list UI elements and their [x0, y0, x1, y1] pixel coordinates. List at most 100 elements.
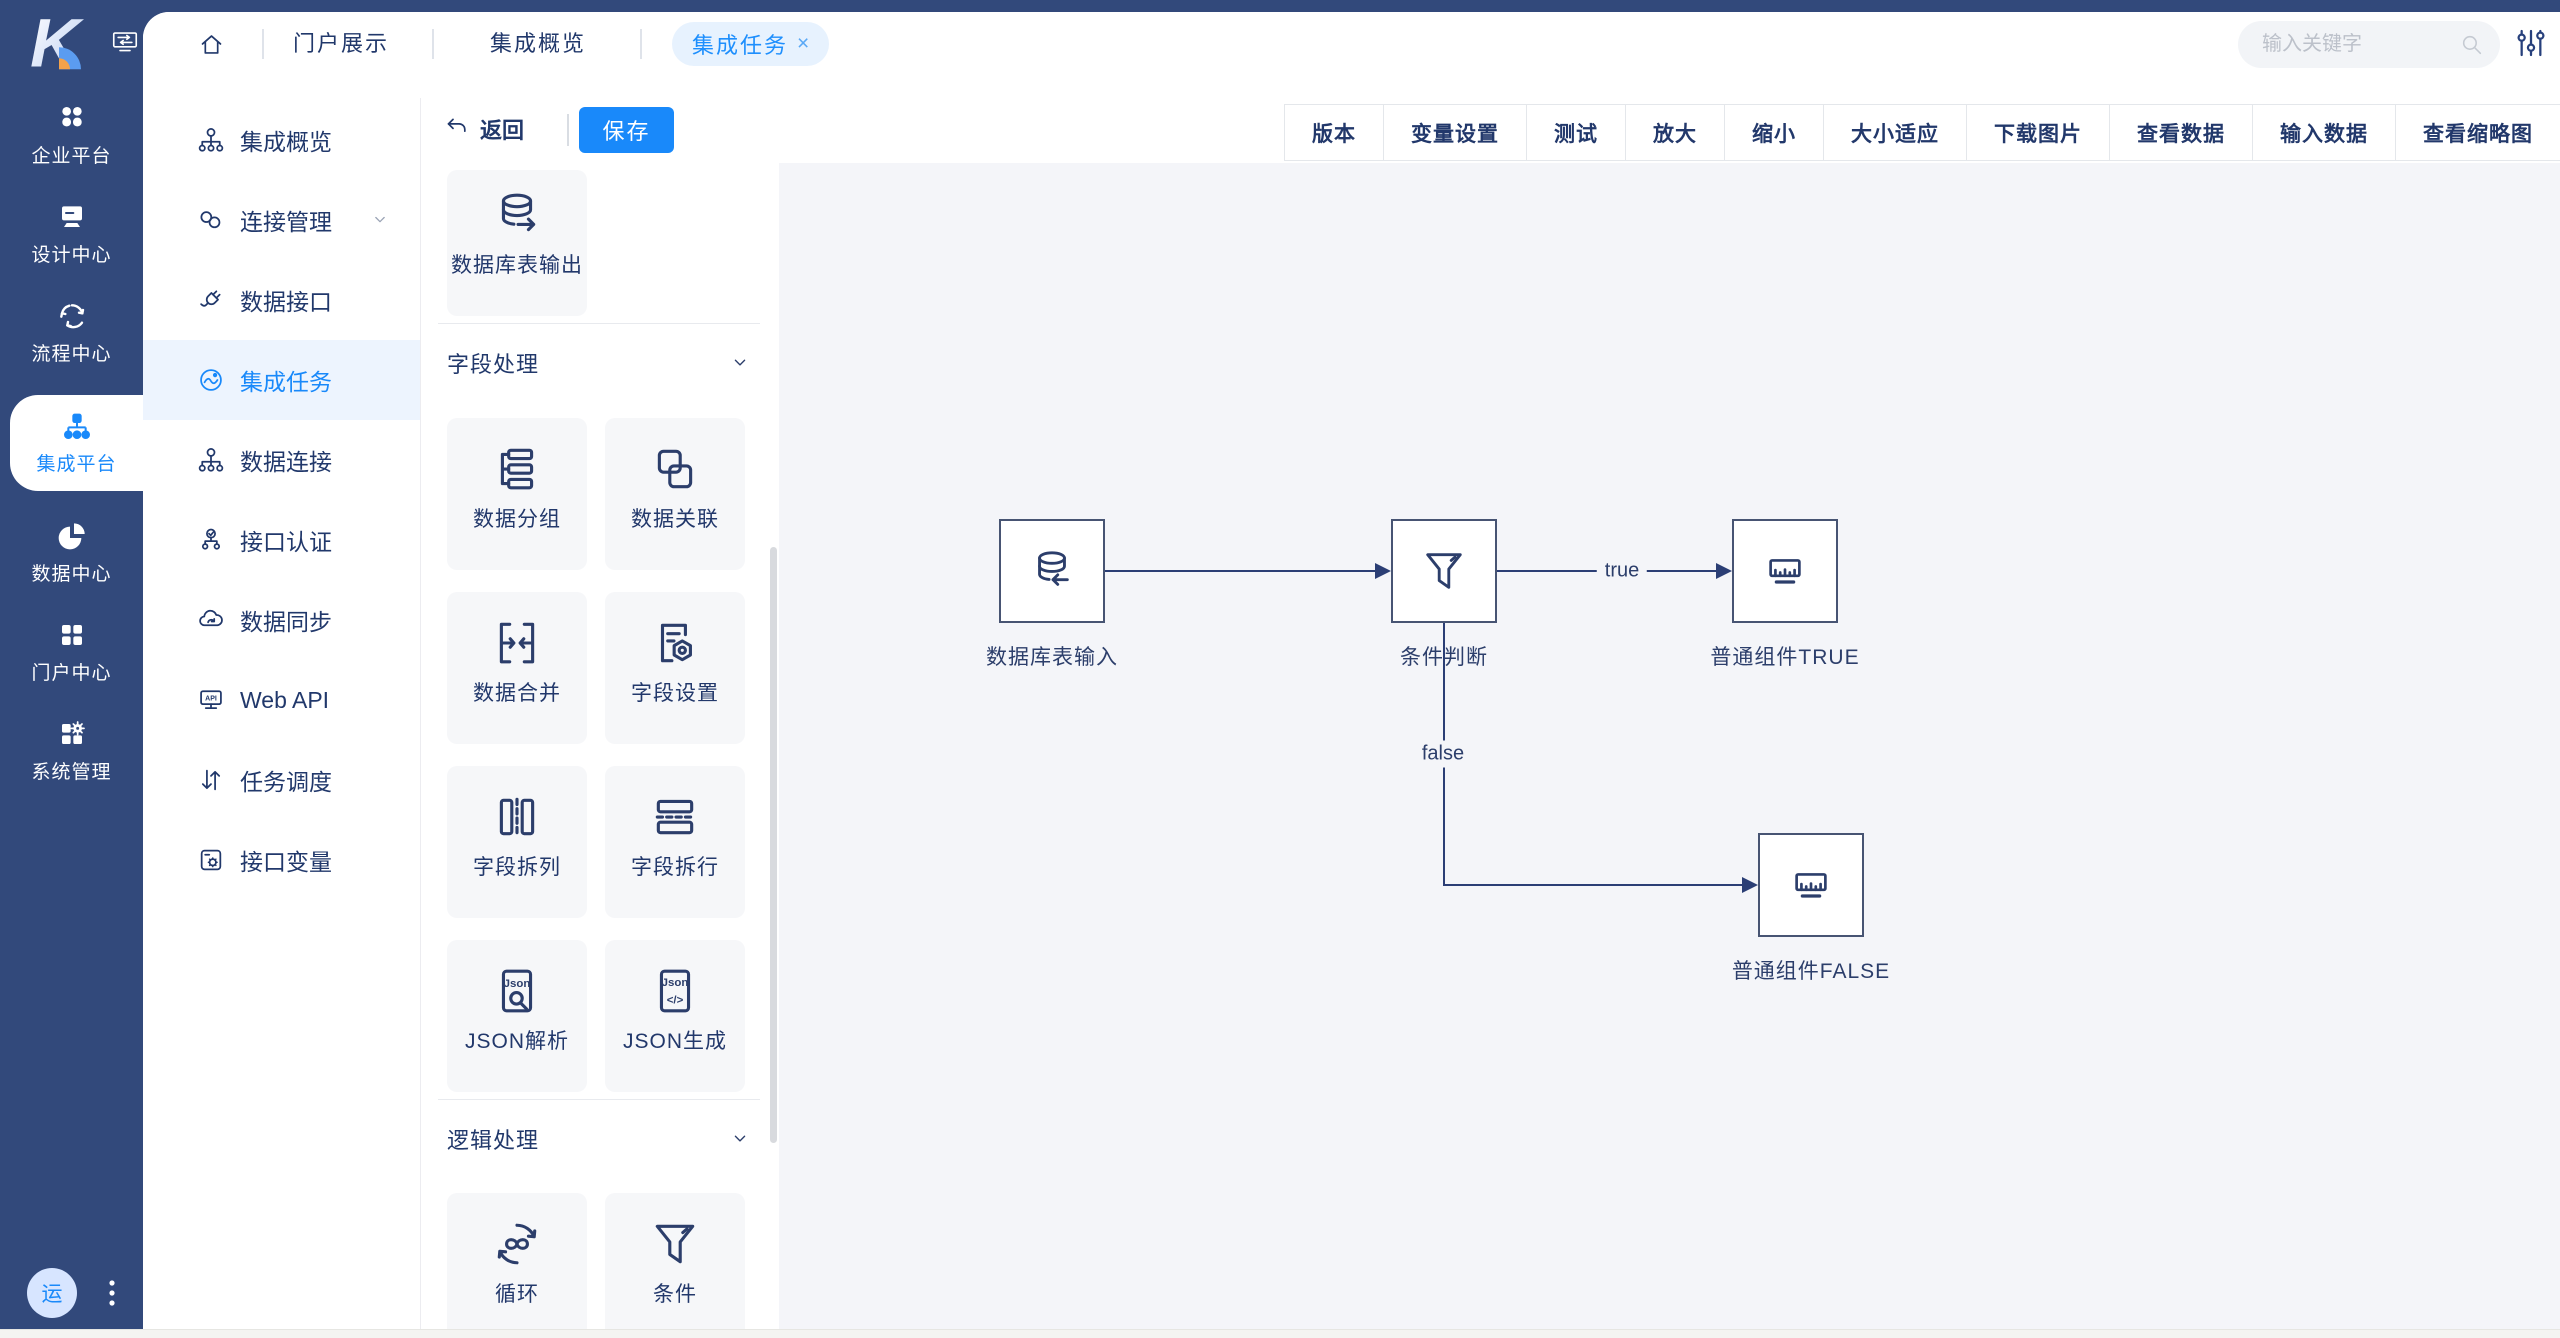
canvas-node-condition[interactable]: [1391, 519, 1497, 623]
search-input[interactable]: [2238, 33, 2459, 56]
json-generate-icon: Json</>: [650, 966, 700, 1016]
menu-item-label: 任务调度: [240, 769, 332, 795]
primary-sidebar-items: 企业平台设计中心流程中心集成平台数据中心门户中心系统管理: [0, 98, 143, 813]
palette-card-loop[interactable]: 循环: [447, 1193, 587, 1330]
app-logo[interactable]: K: [26, 6, 92, 72]
palette-card-condition[interactable]: 条件: [605, 1193, 745, 1330]
menu-item-overview[interactable]: 集成概览: [143, 100, 420, 180]
condition-funnel-icon: [650, 1219, 700, 1269]
menu-item-label: 数据同步: [240, 609, 332, 635]
canvas-node-false_node[interactable]: [1758, 833, 1864, 937]
toolbar-button-1[interactable]: 变量设置: [1383, 105, 1526, 160]
palette-grid: 循环 条件: [447, 1193, 764, 1330]
nav-integration-overview[interactable]: 集成概览: [490, 31, 587, 56]
menu-item-interface[interactable]: 数据接口: [143, 260, 420, 340]
divider: [438, 323, 760, 324]
avatar[interactable]: 运: [27, 1268, 77, 1318]
canvas-node-input[interactable]: [999, 519, 1105, 623]
back-button[interactable]: 返回: [444, 113, 524, 145]
palette-scrollbar[interactable]: [770, 547, 777, 1143]
menu-item-variable[interactable]: 接口变量: [143, 820, 420, 900]
sidebar-item-system[interactable]: 系统管理: [0, 714, 143, 788]
component-icon: [1762, 548, 1808, 594]
sidebar-item-label: 系统管理: [31, 762, 112, 783]
menu-item-label: 接口认证: [240, 529, 332, 555]
toolbar-button-3[interactable]: 放大: [1625, 105, 1724, 160]
edge-label-false: false: [1413, 740, 1473, 768]
collapse-sidebar-icon[interactable]: [109, 28, 141, 58]
task-circle-icon: [197, 366, 225, 394]
svg-text:API: API: [205, 695, 217, 702]
variable-box-icon: [197, 846, 225, 874]
tab-close-icon[interactable]: ×: [797, 32, 810, 55]
sidebar-item-design[interactable]: 设计中心: [0, 197, 143, 271]
palette-card-field-setting[interactable]: 字段设置: [605, 592, 745, 744]
menu-item-task[interactable]: 集成任务: [143, 340, 420, 420]
filter-sliders-icon[interactable]: [2515, 25, 2547, 61]
overview-tree-icon: [197, 126, 225, 154]
palette-card-label: 字段拆列: [473, 856, 561, 879]
chevron-down-icon[interactable]: [729, 352, 751, 374]
toolbar-button-9[interactable]: 查看缩略图: [2395, 105, 2560, 160]
sidebar-item-process[interactable]: 流程中心: [0, 296, 143, 370]
palette-card-relate[interactable]: 数据关联: [605, 418, 745, 570]
palette-card-split-col[interactable]: 字段拆列: [447, 766, 587, 918]
palette-card-label: JSON解析: [464, 1030, 569, 1053]
toolbar-button-0[interactable]: 版本: [1285, 105, 1383, 160]
chevron-down-icon[interactable]: [729, 1128, 751, 1150]
menu-item-dataconn[interactable]: 数据连接: [143, 420, 420, 500]
canvas-node-label: 普通组件TRUE: [1710, 646, 1860, 669]
tab-label: 集成任务: [692, 33, 789, 58]
toolbar-button-6[interactable]: 下载图片: [1966, 105, 2109, 160]
palette-card-merge[interactable]: 数据合并: [447, 592, 587, 744]
sidebar-item-integration[interactable]: 集成平台: [10, 395, 143, 491]
nav-portal-display[interactable]: 门户展示: [293, 31, 390, 56]
integration-flow-icon: [61, 410, 93, 442]
enterprise-grid-icon: [56, 102, 88, 134]
sidebar-item-enterprise[interactable]: 企业平台: [0, 98, 143, 172]
toolbar-button-8[interactable]: 输入数据: [2252, 105, 2395, 160]
palette-section-title[interactable]: 逻辑处理: [447, 1124, 764, 1154]
edges-layer: [1105, 563, 1758, 893]
menu-item-sync[interactable]: 数据同步: [143, 580, 420, 660]
palette-card-label: 数据关联: [631, 508, 719, 531]
menu-item-label: 数据接口: [240, 289, 332, 315]
menu-item-auth[interactable]: 接口认证: [143, 500, 420, 580]
horizontal-scrollbar-track[interactable]: [0, 1329, 2560, 1338]
menu-item-schedule[interactable]: 任务调度: [143, 740, 420, 820]
palette-card-split-row[interactable]: 字段拆行: [605, 766, 745, 918]
sidebar-item-data[interactable]: 数据中心: [0, 516, 143, 590]
palette-card-db-output[interactable]: 数据库表输出: [447, 170, 587, 316]
canvas-node-label: 数据库表输入: [986, 646, 1118, 669]
more-menu-icon[interactable]: [99, 1278, 125, 1308]
chevron-down-icon[interactable]: [370, 210, 390, 230]
toolbar-button-group: 版本变量设置测试放大缩小大小适应下载图片查看数据输入数据查看缩略图: [1284, 104, 2560, 161]
section-title-text: 字段处理: [447, 352, 540, 377]
palette-card-group[interactable]: 数据分组: [447, 418, 587, 570]
palette-card-json-gen[interactable]: Json</>JSON生成: [605, 940, 745, 1092]
palette-section-title[interactable]: 字段处理: [447, 348, 764, 378]
tab-integration-task[interactable]: 集成任务 ×: [672, 22, 830, 66]
data-group-icon: [492, 444, 542, 494]
save-button[interactable]: 保存: [579, 107, 674, 153]
toolbar-button-4[interactable]: 缩小: [1724, 105, 1823, 160]
toolbar-button-2[interactable]: 测试: [1526, 105, 1625, 160]
db-input-icon: [1029, 548, 1075, 594]
sidebar-item-label: 企业平台: [31, 146, 112, 167]
toolbar-button-5[interactable]: 大小适应: [1823, 105, 1966, 160]
toolbar-button-7[interactable]: 查看数据: [2109, 105, 2252, 160]
back-label: 返回: [480, 118, 525, 143]
canvas-node-true_node[interactable]: [1732, 519, 1838, 623]
sidebar-item-portal[interactable]: 门户中心: [0, 615, 143, 689]
menu-item-label: 数据连接: [240, 449, 332, 475]
menu-item-connection[interactable]: 连接管理: [143, 180, 420, 260]
home-icon[interactable]: [198, 31, 225, 58]
split-row-icon: [650, 792, 700, 842]
palette-card-label: 循环: [495, 1283, 539, 1306]
auth-tree-icon: [197, 526, 225, 554]
